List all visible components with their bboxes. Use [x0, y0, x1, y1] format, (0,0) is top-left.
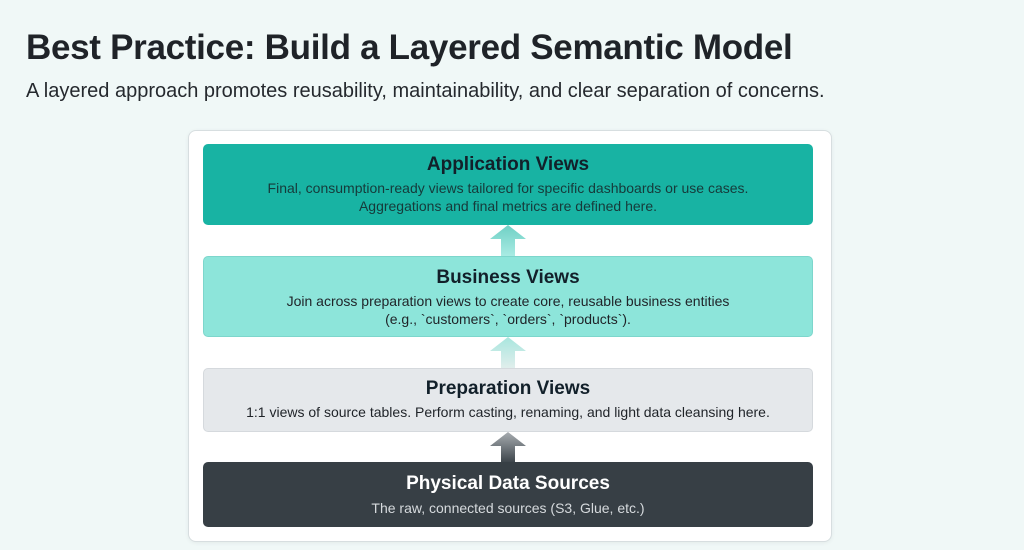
layer-title: Application Views [426, 154, 590, 175]
arrow-up-icon [490, 225, 526, 256]
layer-physical-data-sources: Physical Data Sources The raw, connected… [203, 462, 813, 527]
layer-business-views: Business Views Join across preparation v… [203, 256, 813, 337]
layer-description: Aggregations and final metrics are defin… [358, 198, 658, 214]
layer-title: Physical Data Sources [406, 473, 610, 494]
layer-title: Preparation Views [425, 378, 591, 399]
layer-description: 1:1 views of source tables. Perform cast… [246, 404, 770, 420]
layer-title: Business Views [436, 267, 580, 288]
layer-application-views: Application Views Final, consumption-rea… [203, 144, 813, 225]
layer-description: Join across preparation views to create … [286, 293, 730, 309]
arrow-up-icon [490, 432, 526, 462]
layer-preparation-views: Preparation Views 1:1 views of source ta… [203, 368, 813, 432]
page-subtitle: A layered approach promotes reusability,… [26, 80, 825, 102]
layer-description: The raw, connected sources (S3, Glue, et… [371, 500, 645, 516]
page-title: Best Practice: Build a Layered Semantic … [26, 28, 793, 67]
arrow-up-icon [490, 337, 526, 368]
layer-description: (e.g., `customers`, `orders`, `products`… [385, 311, 631, 327]
layer-description: Final, consumption-ready views tailored … [267, 180, 749, 196]
